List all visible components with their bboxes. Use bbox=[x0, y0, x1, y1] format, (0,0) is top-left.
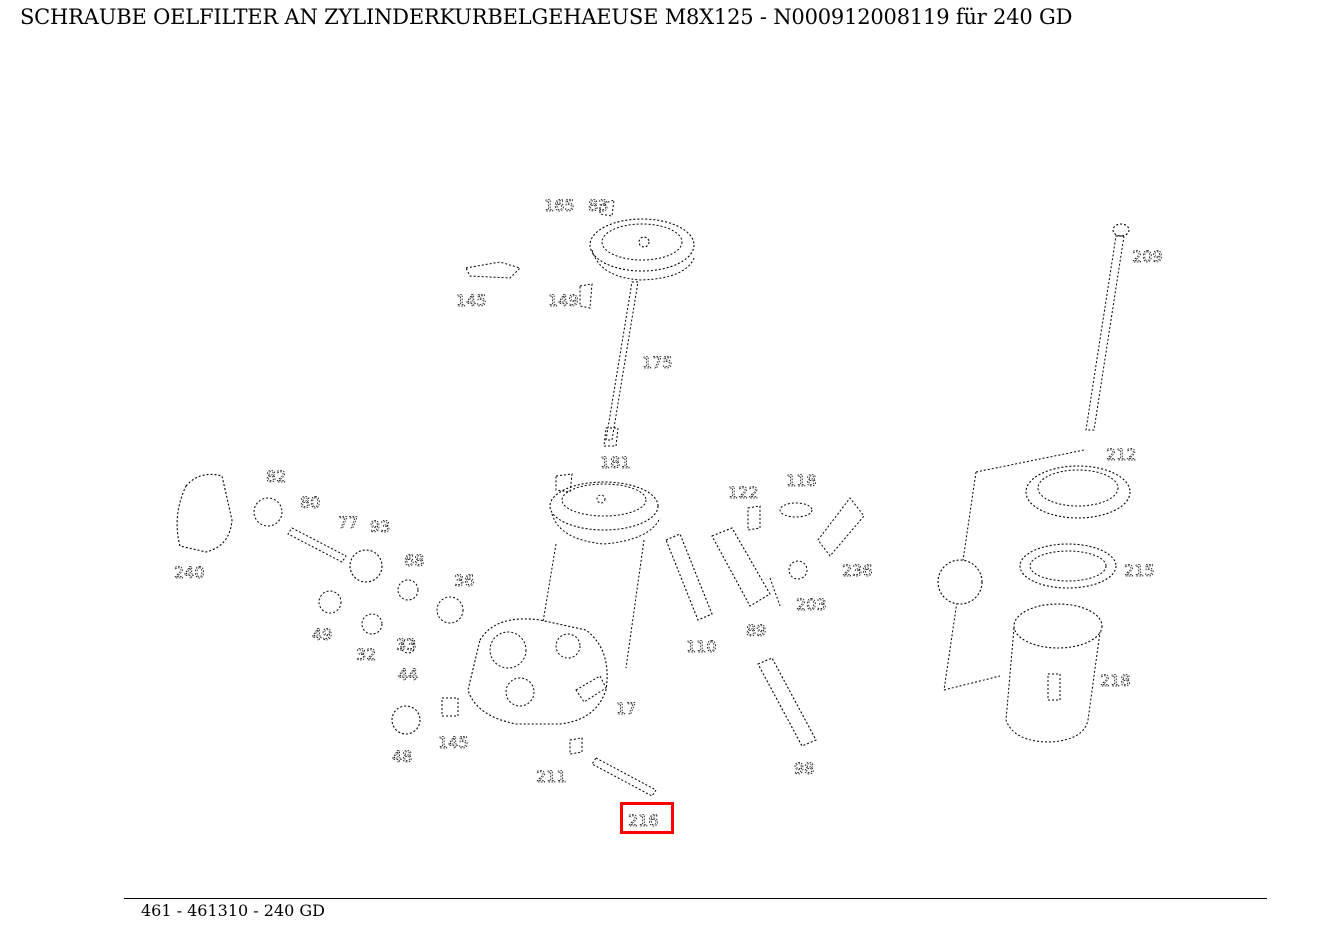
callout-209[interactable]: 209 bbox=[1132, 247, 1163, 267]
callout-175[interactable]: 175 bbox=[642, 353, 673, 373]
callout-32[interactable]: 32 bbox=[356, 645, 377, 665]
callout-212[interactable]: 212 bbox=[1106, 445, 1137, 465]
callout-181[interactable]: 181 bbox=[600, 453, 631, 473]
footer-catalog-reference: 461 - 461310 - 240 GD bbox=[141, 901, 326, 920]
callout-68[interactable]: 68 bbox=[404, 551, 425, 571]
callout-89[interactable]: 89 bbox=[746, 621, 767, 641]
callout-240[interactable]: 240 bbox=[174, 563, 205, 583]
callout-17[interactable]: 17 bbox=[616, 699, 637, 719]
left-small-parts bbox=[176, 473, 464, 735]
callout-44[interactable]: 44 bbox=[398, 665, 419, 685]
long-bolt-right bbox=[1085, 223, 1130, 431]
callout-49[interactable]: 49 bbox=[312, 625, 333, 645]
middle-right-parts bbox=[569, 497, 865, 797]
callout-77[interactable]: 77 bbox=[338, 513, 359, 533]
callout-203[interactable]: 203 bbox=[796, 595, 827, 615]
callout-211[interactable]: 211 bbox=[536, 767, 567, 787]
callout-165[interactable]: 165 bbox=[544, 196, 575, 216]
callout-110[interactable]: 110 bbox=[686, 637, 717, 657]
callout-93[interactable]: 93 bbox=[370, 517, 391, 537]
callout-215[interactable]: 215 bbox=[1124, 561, 1155, 581]
callout-216[interactable]: 216 bbox=[628, 811, 659, 831]
callout-36[interactable]: 36 bbox=[454, 571, 475, 591]
callout-80[interactable]: 80 bbox=[300, 493, 321, 513]
callout-122[interactable]: 122 bbox=[728, 483, 759, 503]
callout-82[interactable]: 82 bbox=[266, 467, 287, 487]
callout-145b[interactable]: 145 bbox=[438, 733, 469, 753]
callout-83[interactable]: 83 bbox=[588, 196, 609, 216]
page-title: SCHRAUBE OELFILTER AN ZYLINDERKURBELGEHA… bbox=[20, 5, 1073, 29]
callout-149[interactable]: 149 bbox=[548, 291, 579, 311]
callout-118[interactable]: 118 bbox=[786, 471, 817, 491]
filter-cap-assembly bbox=[465, 199, 695, 447]
callout-33[interactable]: 33 bbox=[396, 635, 417, 655]
callout-98[interactable]: 98 bbox=[794, 759, 815, 779]
filter-insert-assembly bbox=[937, 449, 1131, 743]
callout-145a[interactable]: 145 bbox=[456, 291, 487, 311]
oil-filter-housing bbox=[467, 473, 661, 725]
footer-divider bbox=[124, 898, 1267, 899]
callout-236[interactable]: 236 bbox=[842, 561, 873, 581]
callout-218[interactable]: 218 bbox=[1100, 671, 1131, 691]
callout-48[interactable]: 48 bbox=[392, 747, 413, 767]
selected-part-highlight bbox=[620, 802, 674, 834]
